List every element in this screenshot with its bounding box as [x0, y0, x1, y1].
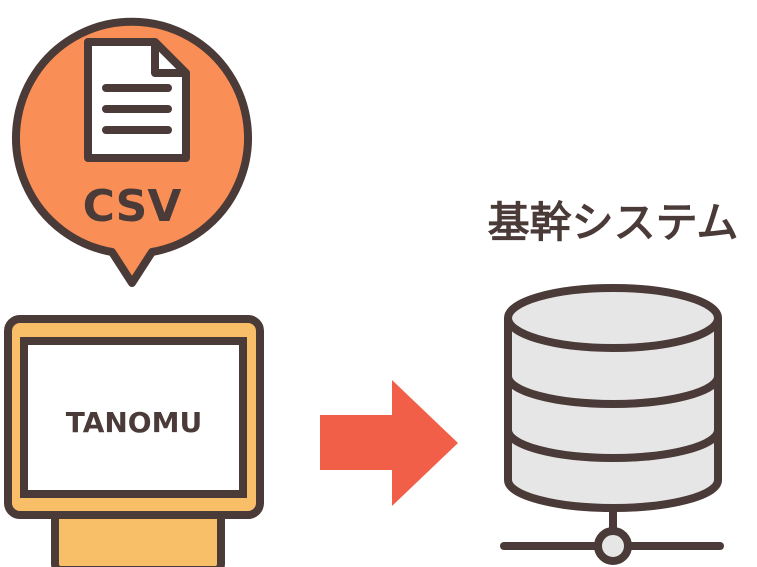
database-body — [504, 318, 722, 512]
csv-bubble: CSV — [12, 17, 252, 287]
document-icon — [84, 38, 190, 162]
database-server-icon — [500, 284, 724, 565]
monitor-screen-label: TANOMU — [66, 406, 202, 439]
database-top — [504, 284, 722, 352]
network-node — [594, 527, 632, 565]
csv-label: CSV — [83, 181, 182, 232]
arrow-right-icon — [320, 380, 458, 506]
system-title: 基幹システム — [488, 198, 739, 247]
monitor-icon: TANOMU — [4, 315, 264, 567]
database-band-1 — [504, 375, 722, 408]
database-band-2 — [504, 429, 722, 462]
monitor-screen — [20, 337, 247, 498]
